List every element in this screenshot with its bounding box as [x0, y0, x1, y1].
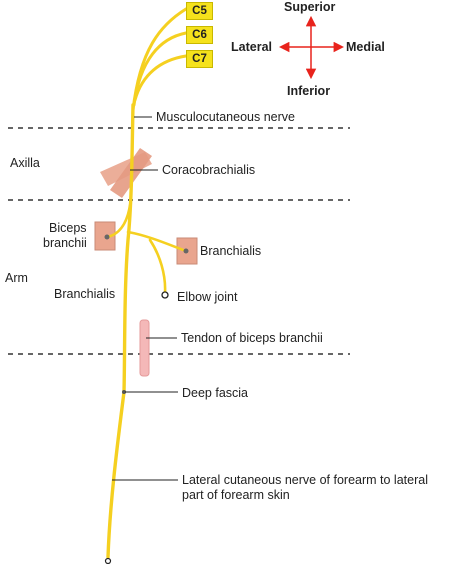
label-branchialis-right: Branchialis — [200, 244, 262, 258]
nerve-terminal — [104, 557, 112, 564]
biceps-nerve-end — [104, 234, 110, 240]
label-elbow-joint: Elbow joint — [177, 290, 238, 304]
label-tendon-biceps: Tendon of biceps branchii — [181, 331, 323, 345]
root-c7: C7 — [186, 50, 213, 68]
label-deep-fascia: Deep fascia — [182, 386, 249, 400]
label-lateral-cutaneous-line1: Lateral cutaneous nerve of forearm to la… — [182, 473, 428, 487]
coracobrachialis-muscle — [100, 148, 152, 198]
label-lateral-cutaneous-line2: part of forearm skin — [182, 488, 290, 502]
elbow-joint-terminal — [161, 291, 169, 299]
label-branchialis-left: Branchialis — [54, 287, 116, 301]
label-biceps-line1: Biceps — [49, 221, 87, 235]
orientation-lateral: Lateral — [231, 40, 272, 54]
musculocutaneous-nerve — [105, 7, 188, 559]
biceps-tendon — [139, 319, 150, 377]
label-coracobrachialis: Coracobrachialis — [162, 163, 256, 177]
orientation-arrows — [278, 15, 345, 80]
region-arm: Arm — [5, 271, 28, 285]
region-axilla: Axilla — [10, 156, 40, 170]
root-c5: C5 — [186, 2, 213, 20]
label-musculocutaneous-nerve: Musculocutaneous nerve — [156, 110, 295, 124]
branchialis-nerve-end — [183, 248, 189, 254]
label-biceps-line2: branchii — [43, 236, 87, 250]
root-c6: C6 — [186, 26, 213, 44]
deep-fascia-point — [122, 390, 126, 394]
orientation-superior: Superior — [284, 0, 336, 14]
orientation-medial: Medial — [346, 40, 385, 54]
leader-lines — [112, 116, 178, 481]
orientation-inferior: Inferior — [287, 84, 331, 98]
